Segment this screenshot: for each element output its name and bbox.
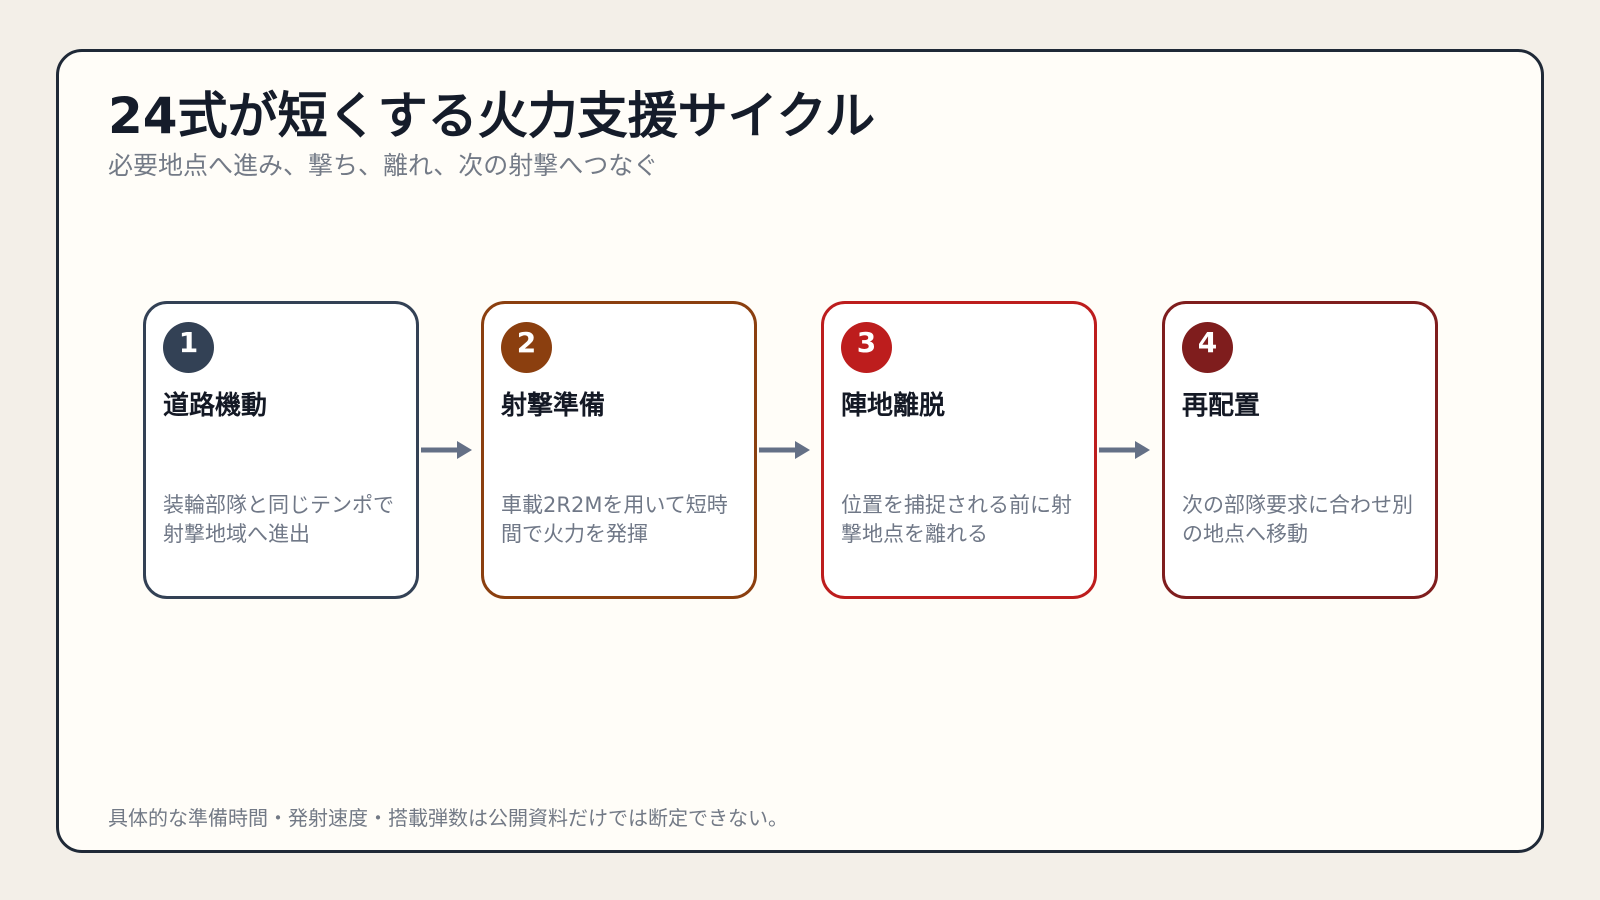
step-description: 車載2R2Mを用いて短時間で火力を発揮 <box>501 493 728 546</box>
step-number-badge: 4 <box>1182 322 1233 373</box>
step-description: 位置を捕捉される前に射撃地点を離れる <box>841 493 1072 546</box>
arrow-right-icon <box>759 438 813 462</box>
step-card-position-exit: 3 陣地離脱 位置を捕捉される前に射撃地点を離れる <box>821 301 1097 599</box>
step-description: 次の部隊要求に合わせ別の地点へ移動 <box>1182 493 1413 546</box>
step-title: 道路機動 <box>163 391 268 421</box>
footnote: 具体的な準備時間・発射速度・搭載弾数は公開資料だけでは断定できない。 <box>108 806 788 830</box>
step-title: 再配置 <box>1182 391 1261 421</box>
step-card-redeployment: 4 再配置 次の部隊要求に合わせ別の地点へ移動 <box>1162 301 1438 599</box>
step-number-badge: 3 <box>841 322 892 373</box>
step-description: 装輪部隊と同じテンポで射撃地域へ進出 <box>163 493 394 546</box>
step-number-badge: 2 <box>501 322 552 373</box>
page-subtitle: 必要地点へ進み、撃ち、離れ、次の射撃へつなぐ <box>108 151 659 180</box>
step-card-fire-preparation: 2 射撃準備 車載2R2Mを用いて短時間で火力を発揮 <box>481 301 757 599</box>
step-card-road-mobility: 1 道路機動 装輪部隊と同じテンポで射撃地域へ進出 <box>143 301 419 599</box>
step-title: 陣地離脱 <box>841 391 946 421</box>
step-number-badge: 1 <box>163 322 214 373</box>
arrow-right-icon <box>1099 438 1153 462</box>
slide: 24式が短くする火力支援サイクル 必要地点へ進み、撃ち、離れ、次の射撃へつなぐ … <box>56 49 1544 853</box>
page-title: 24式が短くする火力支援サイクル <box>108 87 876 145</box>
step-title: 射撃準備 <box>501 391 606 421</box>
arrow-right-icon <box>421 438 475 462</box>
